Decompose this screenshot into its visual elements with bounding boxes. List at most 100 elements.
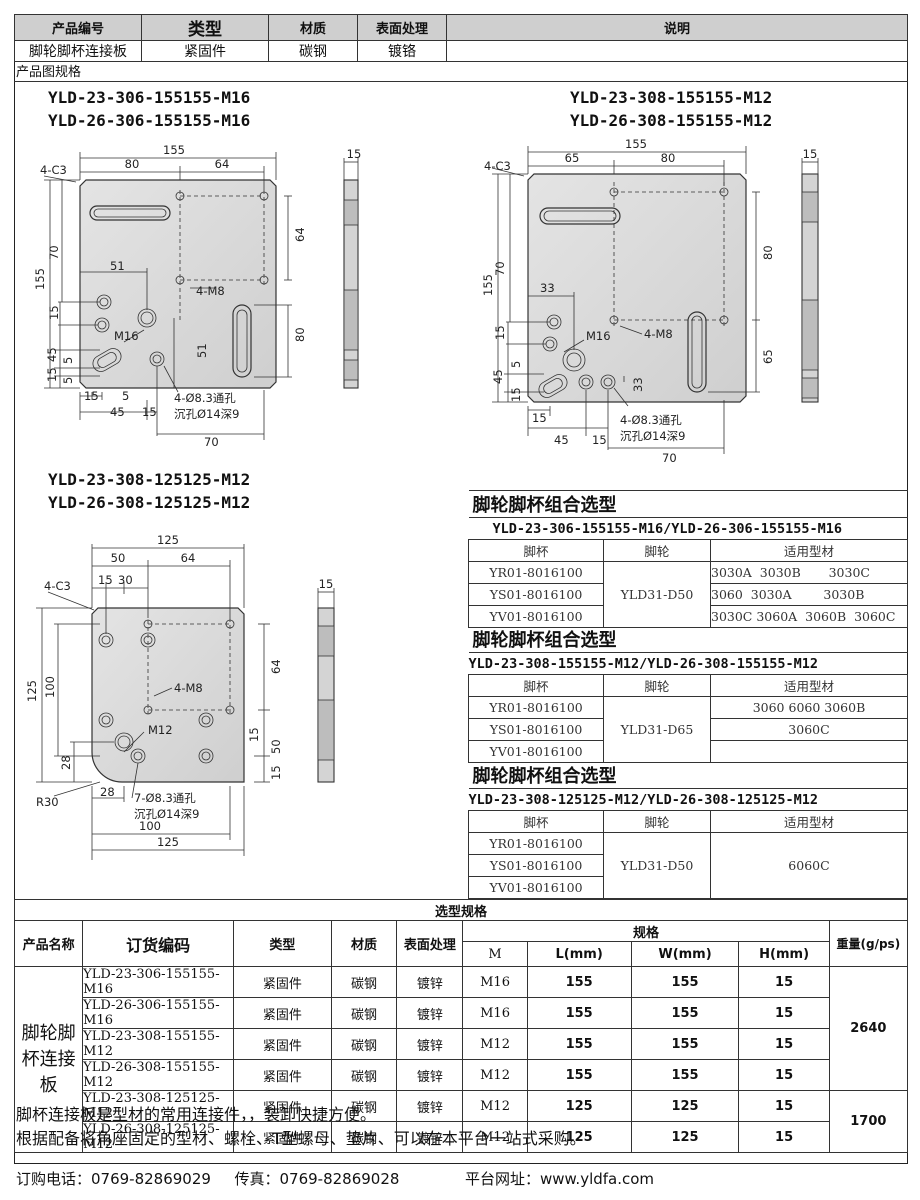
drawing3-model-1: YLD-23-308-125125-M12 (48, 470, 251, 489)
sel-col-code: 订货编码 (82, 920, 235, 967)
drawing1-models: YLD-23-306-155155-M16 YLD-26-306-155155-… (48, 86, 250, 132)
drawing3-model-2: YLD-26-308-125125-M12 (48, 493, 251, 512)
sel-row4-m: M12 (462, 1059, 528, 1091)
sel-col-type: 类型 (233, 920, 332, 967)
d3-dim-m8: 4-M8 (174, 681, 203, 695)
footer-site[interactable]: 平台网址：www.yldfa.com (465, 1170, 655, 1188)
combo1-cup-1: YR01-8016100 (468, 561, 604, 584)
sel-row1-m: M16 (462, 966, 528, 998)
drawing3-diagram: 125 50 64 15 30 4-C3 15 125 100 64 4-M8 … (25, 533, 335, 860)
sel-row4-h: 15 (738, 1059, 830, 1091)
combo3-col-wheel: 脚轮 (603, 810, 711, 833)
sel-row4-l: 155 (526, 1059, 632, 1091)
sel-row6-l: 125 (526, 1121, 632, 1153)
sel-row4-w: 155 (630, 1059, 740, 1091)
d1-dim-v51b: 51 (195, 343, 209, 358)
combo2-profile-3 (710, 740, 908, 763)
d1-dim-v70: 70 (47, 245, 61, 260)
d3-dim-m12: M12 (148, 723, 173, 737)
d2-dim-v5: 5 (509, 361, 523, 368)
d1-dim-v15: 15 (47, 305, 61, 320)
d2-dim-h45: 45 (554, 433, 569, 447)
combo1-wheel: YLD31-D50 (603, 561, 711, 628)
header-col-desc: 说明 (446, 14, 908, 41)
d2-dim-t: 15 (803, 147, 818, 161)
d3-dim-r30: R30 (36, 795, 59, 809)
sel-row2-mat: 碳钢 (330, 997, 398, 1029)
sel-row3-h: 15 (738, 1028, 830, 1060)
header-val-material: 碳钢 (268, 40, 358, 62)
d1-dim-v45: 45 (45, 347, 59, 362)
combo2-cup-3: YV01-8016100 (468, 740, 604, 763)
footer-phone: 订购电话：0769-82869029 (16, 1170, 211, 1188)
d3-dim-v50: 50 (269, 739, 283, 754)
d3-dim-h: 125 (25, 680, 39, 702)
d3-dim-h100: 100 (139, 819, 161, 833)
combo3-cup-2: YS01-8016100 (468, 854, 604, 877)
combo2-wheel: YLD31-D65 (603, 696, 711, 763)
d1-dim-w: 155 (163, 143, 185, 157)
plate-outline (79, 179, 277, 389)
combo2-profile-2: 3060C (710, 718, 908, 741)
sel-row4-code: YLD-26-308-155155-M12 (82, 1059, 235, 1091)
combo3-title: 脚轮脚杯组合选型 (472, 766, 617, 787)
combo2-profile-1: 3060 6060 3060B (710, 696, 908, 719)
combo1-cup-2: YS01-8016100 (468, 583, 604, 606)
sel-row4-mat: 碳钢 (330, 1059, 398, 1091)
combo2-cup-1: YR01-8016100 (468, 696, 604, 719)
combo1-profile-3: 3030C 3060A 3060B 3060C (710, 605, 908, 628)
drawing1-model-1: YLD-23-306-155155-M16 (48, 88, 251, 107)
d3-dim-v28: 28 (59, 755, 73, 770)
header-val-code: 脚轮脚杯连接板 (14, 40, 142, 62)
d2-dim-v65: 65 (761, 349, 775, 364)
sel-row1-h: 15 (738, 966, 830, 998)
sel-row3-m: M12 (462, 1028, 528, 1060)
header-col-material: 材质 (268, 14, 358, 41)
d3-dim-hole1: 7-Ø8.3通孔 (134, 791, 196, 805)
sel-col-name: 产品名称 (13, 920, 84, 967)
d2-dim-m8: 4-M8 (644, 327, 673, 341)
sel-product-name: 脚轮脚杯连接板 (13, 966, 84, 1153)
sel-row1-surf: 镀锌 (396, 966, 464, 998)
sel-weight-1: 2640 (828, 966, 909, 1091)
d3-dim-h125: 125 (157, 835, 179, 849)
combo2-col-wheel: 脚轮 (603, 674, 711, 697)
d2-dim-v33: 33 (540, 281, 555, 295)
d1-dim-v5b: 5 (61, 377, 75, 384)
selection-table: 选型规格 产品名称 订货编码 类型 材质 表面处理 规格 重量(g/ps) M … (13, 899, 909, 1153)
sel-row5-h: 15 (738, 1090, 830, 1122)
sel-row2-type: 紧固件 (233, 997, 332, 1029)
footer: 订购电话：0769-82869029 传真：0769-82869028 平台网址… (16, 1168, 654, 1189)
combo3-profile-1: 6060C (710, 832, 908, 899)
note-2: 根据配备将角座固定的型材、螺栓、T型螺母、垫片、可以在本平台一站式采购。 (16, 1129, 586, 1148)
drawing3-models: YLD-23-308-125125-M12 YLD-26-308-125125-… (48, 468, 250, 514)
d1-dim-b: 64 (215, 157, 230, 171)
sel-col-mat: 材质 (330, 920, 398, 967)
combo1-cup-3: YV01-8016100 (468, 605, 604, 628)
sel-sub-m: M (462, 941, 528, 967)
header-val-surface: 镀铬 (357, 40, 447, 62)
spec-label: 产品图规格 (16, 65, 82, 80)
d3-dim-c30: 30 (118, 573, 133, 587)
d3-dim-t: 15 (319, 577, 334, 591)
sel-row2-l: 155 (526, 997, 632, 1029)
header-col-code: 产品编号 (14, 14, 142, 41)
divider (14, 81, 908, 82)
combo2-col-cup: 脚杯 (468, 674, 604, 697)
combo-table-2: 脚轮脚杯组合选型 YLD-23-308-155155-M12/YLD-26-30… (468, 626, 908, 763)
sel-row1-type: 紧固件 (233, 966, 332, 998)
d2-dim-hole2: 沉孔Ø14深9 (620, 429, 686, 443)
note-1: 脚杯连接板是型材的常用连接件，，装卸快捷方便。 (16, 1105, 377, 1124)
header-col-type: 类型 (141, 14, 269, 41)
d1-dim-v80: 80 (293, 327, 307, 342)
sel-col-surf: 表面处理 (396, 920, 464, 967)
combo1-col-wheel: 脚轮 (603, 539, 711, 562)
combo2-col-profile: 适用型材 (710, 674, 908, 697)
sel-row6-surf: 镀锌 (396, 1121, 464, 1153)
sel-sub-l: L(mm) (526, 941, 632, 967)
sel-row6-code: YLD-26-308-125125-M12 (82, 1121, 235, 1153)
d2-dim-v15: 15 (493, 325, 507, 340)
combo-table-3: 脚轮脚杯组合选型 YLD-23-308-125125-M12/YLD-26-30… (468, 762, 908, 899)
sel-row2-m: M16 (462, 997, 528, 1029)
sel-row4-surf: 镀锌 (396, 1059, 464, 1091)
